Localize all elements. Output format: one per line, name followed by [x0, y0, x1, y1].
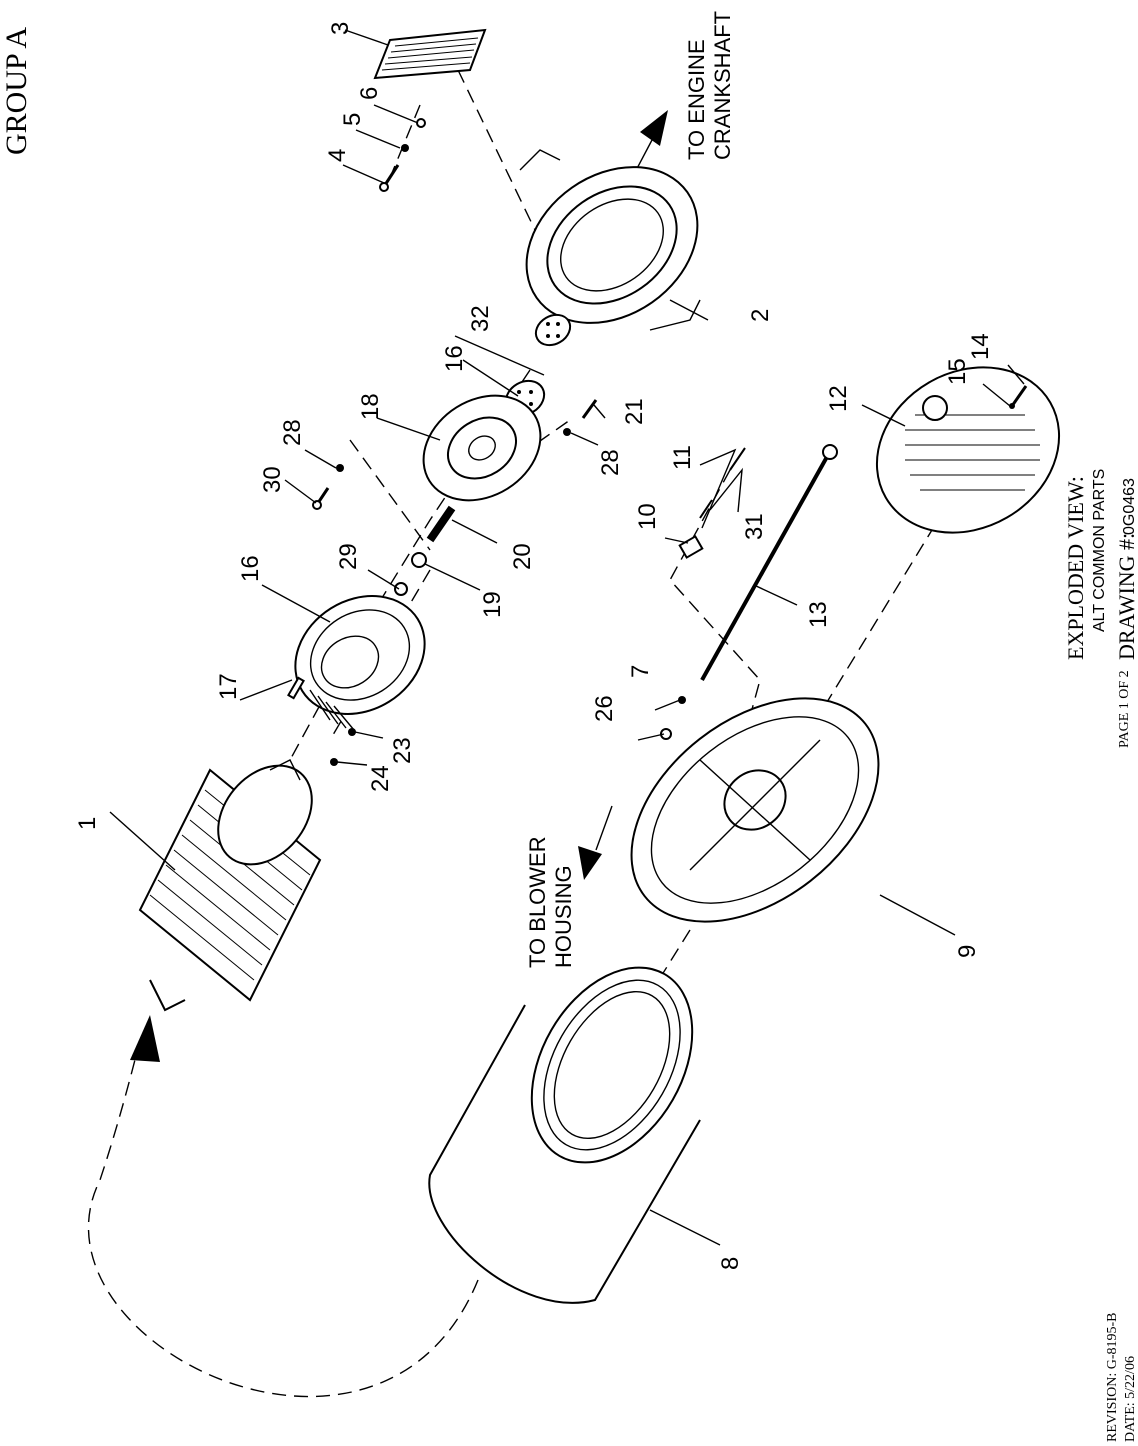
date-text: DATE: 5/22/06: [1123, 1356, 1138, 1442]
callout-13: 13: [805, 601, 832, 628]
part-24-washer: [330, 758, 338, 766]
callout-23: 23: [389, 737, 416, 764]
blower-arrow: [578, 805, 613, 880]
part-8-stator-housing: [428, 966, 701, 1304]
part-29-washer: [394, 582, 408, 596]
engine-label-line2: CRANKSHAFT: [710, 11, 735, 160]
part-20-bolt: [426, 505, 456, 543]
callout-5: 5: [339, 113, 366, 126]
callout-19: 18: [357, 393, 384, 420]
callout-26: 26: [591, 695, 618, 722]
callout-29: 29: [335, 543, 362, 570]
callout-2: 2: [747, 309, 774, 322]
part-16-fan: [294, 595, 426, 731]
callout-10: 10: [634, 503, 661, 530]
view-title: EXPLODED VIEW:: [1063, 476, 1088, 660]
part-19-flex-plate: [422, 394, 542, 502]
blower-label-line2: HOUSING: [551, 865, 576, 968]
part-13-through-bolt: [700, 444, 838, 681]
callout-20: 20: [509, 543, 536, 570]
group-title: GROUP A: [0, 27, 33, 155]
callout-numbers: 3 6 5 4 2 32 16 18 28 30 21 28 20 19 29 …: [74, 22, 994, 1270]
callout-28-lower: 28: [597, 449, 624, 476]
callout-1: 1: [74, 817, 101, 830]
part-28-washer-upper: [336, 464, 344, 472]
part-23-washer: [348, 728, 356, 736]
part-10-connector: [678, 535, 704, 559]
callout-16: 16: [237, 555, 264, 582]
part-32-spacer: [534, 313, 572, 347]
callout-6: 6: [356, 87, 383, 100]
callout-30: 30: [259, 466, 286, 493]
callout-14: 14: [967, 333, 994, 360]
view-subtitle: ALT COMMON PARTS: [1091, 469, 1108, 632]
callout-4: 4: [324, 149, 351, 162]
small-hardware: [287, 118, 1028, 766]
callout-9: 9: [954, 945, 981, 958]
callout-11: 11: [669, 445, 696, 470]
part-14-screw: [1010, 385, 1028, 407]
revision-text: REVISION: G-8195-B: [1105, 1313, 1120, 1443]
part-21-washer: [411, 552, 427, 568]
part-30-screw: [312, 487, 330, 510]
callout-3: 3: [327, 22, 354, 35]
part-7-washer: [678, 696, 686, 704]
page-number: PAGE 1 OF 2: [1117, 670, 1132, 748]
part-9-bearing-carrier: [630, 697, 880, 923]
part-3-screen: [373, 28, 487, 80]
part-15-washer: [1009, 403, 1015, 409]
part-5-washer: [401, 144, 409, 152]
drawing-number: 0G0463: [1121, 478, 1138, 535]
drawing-label: DRAWING #:: [1114, 533, 1138, 660]
callout-28-upper: 28: [279, 419, 306, 446]
part-4-screw: [379, 164, 400, 192]
callout-24: 24: [367, 765, 394, 792]
engine-label-line1: TO ENGINE: [684, 39, 709, 160]
callout-12: 12: [825, 385, 852, 412]
blower-label-line1: TO BLOWER: [525, 836, 550, 968]
part-28-washer-lower: [563, 428, 571, 436]
part-12-rear-cover: [875, 366, 1061, 534]
callout-8: 8: [717, 1257, 744, 1270]
callout-17: 17: [215, 673, 242, 700]
callout-15: 15: [944, 358, 971, 385]
part-17-key: [287, 676, 305, 700]
leader-lines: [109, 29, 1025, 1246]
callout-21: 19: [479, 591, 506, 618]
part-6-washer: [416, 118, 426, 128]
callout-22: 21: [621, 398, 648, 425]
part-2-adapter-ring: [519, 149, 701, 331]
part-22-screw: [581, 399, 598, 419]
callout-7: 7: [627, 665, 654, 678]
part-1-rotor: [138, 759, 322, 1012]
callout-31: 31: [741, 513, 768, 540]
part-11-terminals: [699, 447, 746, 519]
callout-18: 16: [441, 345, 468, 372]
callout-32: 32: [467, 305, 494, 332]
return-arrow: [87, 1015, 479, 1398]
